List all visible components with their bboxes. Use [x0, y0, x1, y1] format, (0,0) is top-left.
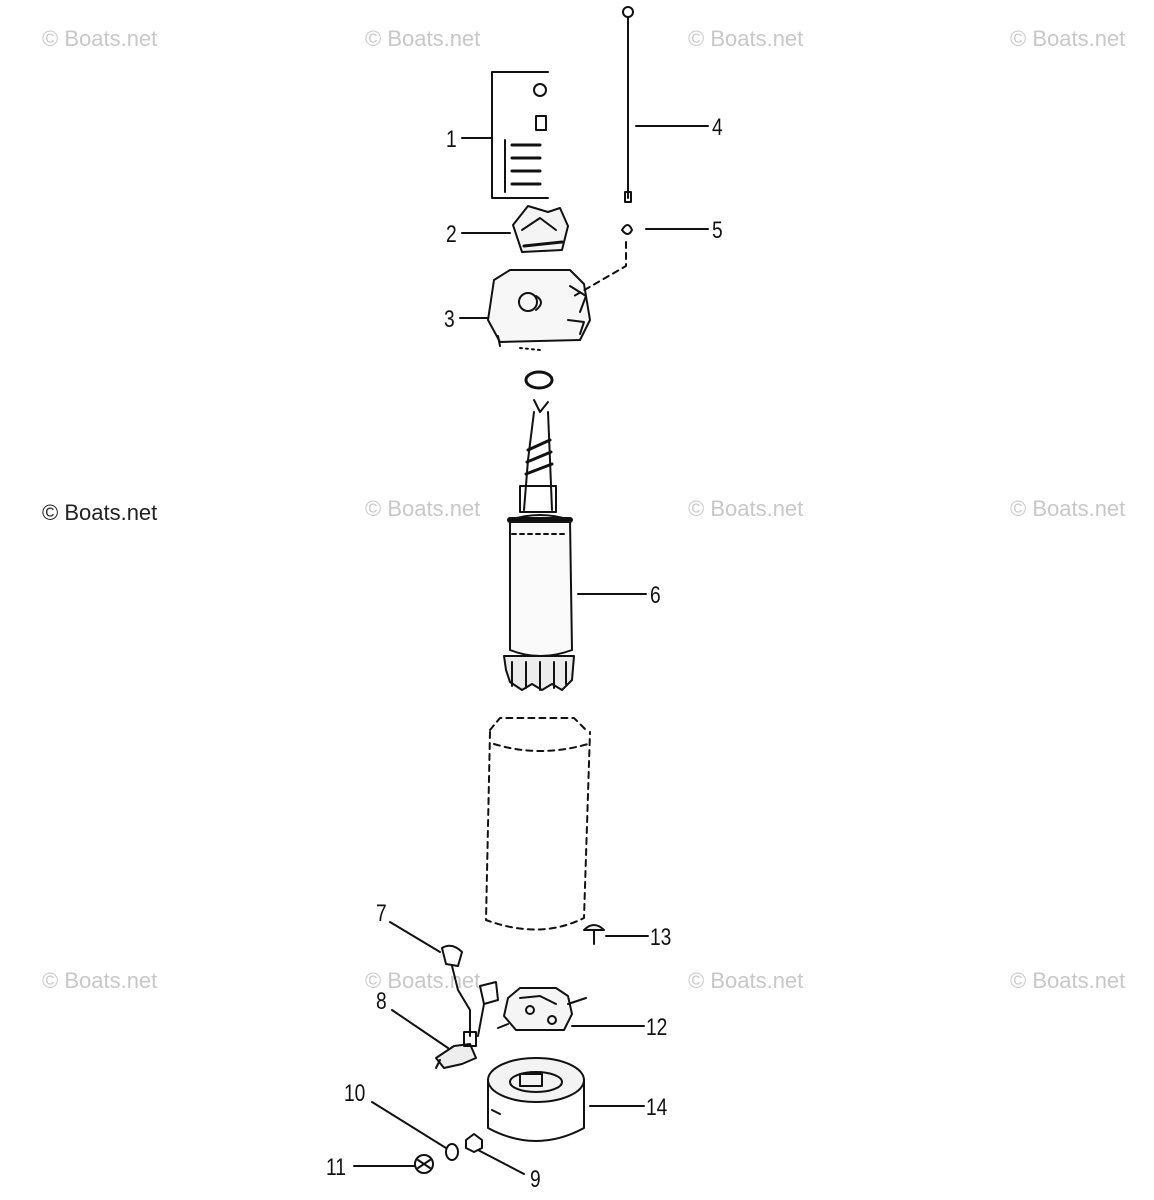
callout-2: 2: [446, 221, 457, 248]
watermark: © Boats.net: [365, 26, 481, 51]
callout-5: 5: [712, 217, 723, 244]
callout-13: 13: [650, 924, 672, 951]
callout-3: 3: [444, 306, 455, 333]
callout-14: 14: [646, 1094, 668, 1121]
leader-lines: [353, 125, 709, 1175]
nut-part: [414, 1154, 434, 1174]
callout-4: 4: [712, 114, 723, 141]
frame-outline: [485, 717, 591, 931]
brush-plate-part: [497, 987, 587, 1031]
brush-set-part: [491, 71, 549, 199]
terminal-stud-part: [435, 1031, 477, 1069]
callout-1: 1: [446, 126, 457, 153]
callout-8: 8: [376, 988, 387, 1015]
callout-6: 6: [650, 582, 661, 609]
end-cap-part: [487, 1057, 585, 1142]
screw-part: [583, 924, 605, 945]
hex-nut-part: [465, 1133, 483, 1153]
terminal-lead-part: [441, 944, 499, 1037]
through-bolt-part: [622, 6, 634, 203]
callout-12: 12: [646, 1014, 668, 1041]
drive-cap-part: [512, 205, 569, 253]
lock-washer-small-part: [445, 1143, 459, 1161]
watermark: © Boats.net: [1010, 26, 1126, 51]
watermark: © Boats.net: [42, 968, 158, 993]
watermark: © Boats.net: [688, 26, 804, 51]
watermark: © Boats.net: [365, 496, 481, 521]
washer-part: [524, 370, 554, 390]
watermark: © Boats.net: [1010, 496, 1126, 521]
watermark-dark: © Boats.net: [42, 500, 158, 525]
callout-9: 9: [530, 1166, 541, 1193]
watermark: © Boats.net: [365, 968, 481, 993]
watermark: © Boats.net: [42, 26, 158, 51]
watermark: © Boats.net: [1010, 968, 1126, 993]
callout-10: 10: [344, 1080, 366, 1107]
watermark: © Boats.net: [688, 968, 804, 993]
drive-housing-part: [487, 269, 591, 351]
callout-11: 11: [326, 1154, 346, 1181]
callout-7: 7: [376, 900, 387, 927]
armature-part: [503, 399, 575, 691]
watermark: © Boats.net: [688, 496, 804, 521]
lock-washer-part: [573, 224, 633, 297]
